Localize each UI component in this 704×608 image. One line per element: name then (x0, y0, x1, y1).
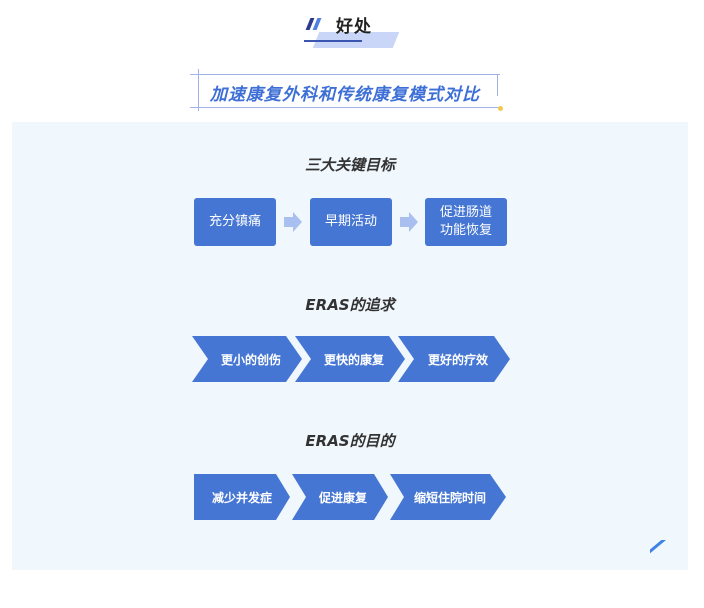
goal-item: 充分镇痛 (194, 198, 276, 246)
goal-item: 早期活动 (310, 198, 392, 246)
arrow-right-icon (284, 212, 302, 232)
purpose-step: 缩短住院时间 (390, 474, 506, 520)
heading-underline (304, 40, 362, 42)
banner-dot-icon (498, 106, 503, 111)
pursuit-title: ERAS的追求 (305, 296, 395, 314)
pursuit-step: 更快的康复 (295, 336, 405, 382)
purpose-step: 促进康复 (292, 474, 388, 520)
purpose-title: ERAS的目的 (305, 432, 395, 450)
purpose-step: 减少并发症 (194, 474, 290, 520)
banner-text: 加速康复外科和传统康复模式对比 (210, 85, 480, 105)
comparison-banner: 加速康复外科和传统康复模式对比 (190, 69, 503, 111)
eras-panel: 三大关键目标 充分镇痛 早期活动 促进肠道 功能恢复 ERAS的追求 更小的创伤… (12, 122, 688, 570)
goal-item: 促进肠道 功能恢复 (425, 198, 507, 246)
slash-decoration-icon (305, 18, 322, 30)
heading-title: 好处 (336, 17, 372, 37)
pursuit-step: 更好的疗效 (398, 336, 510, 382)
section-heading: 好处 (300, 8, 410, 58)
goals-title: 三大关键目标 (304, 156, 395, 174)
corner-stripe-decoration (650, 540, 688, 570)
pursuit-step: 更小的创伤 (192, 336, 302, 382)
arrow-right-icon (400, 212, 418, 232)
